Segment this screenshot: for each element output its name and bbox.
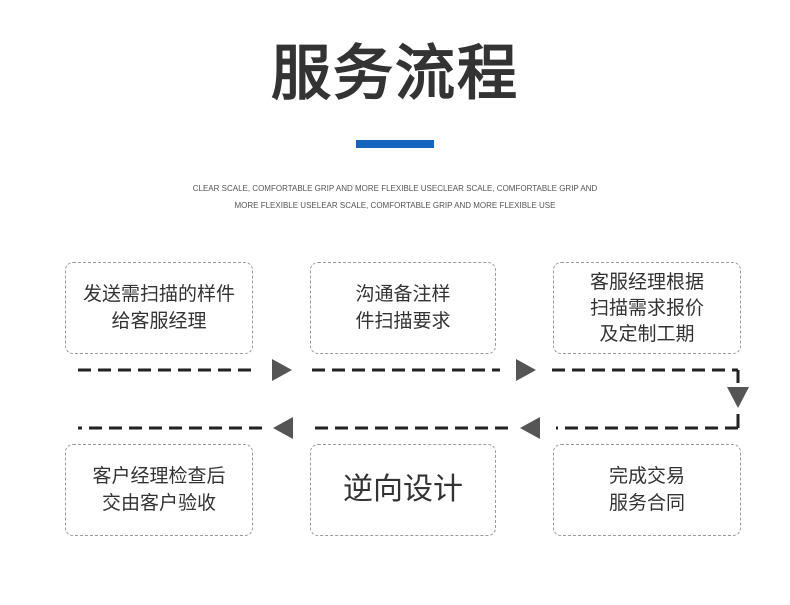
subtitle-text: CLEAR SCALE, COMFORTABLE GRIP AND MORE F… bbox=[192, 184, 598, 210]
step-customer-acceptance: 客户经理检查后 交由客户验收 bbox=[65, 444, 253, 536]
step-reverse-design: 逆向设计 bbox=[310, 444, 496, 536]
step-sign-contract: 完成交易 服务合同 bbox=[553, 444, 741, 536]
arrow-right-icon bbox=[272, 359, 292, 381]
arrow-right-icon bbox=[516, 359, 536, 381]
title-underline-bar bbox=[356, 140, 434, 148]
arrow-left-icon bbox=[273, 417, 293, 439]
arrow-down-icon bbox=[727, 387, 749, 408]
step-send-sample: 发送需扫描的样件 给客服经理 bbox=[65, 262, 253, 354]
step-quote-and-schedule: 客服经理根据 扫描需求报价 及定制工期 bbox=[553, 262, 741, 354]
step-communicate-requirements: 沟通备注样 件扫描要求 bbox=[310, 262, 496, 354]
page-title: 服务流程 bbox=[271, 39, 519, 109]
arrow-left-icon bbox=[520, 417, 540, 439]
